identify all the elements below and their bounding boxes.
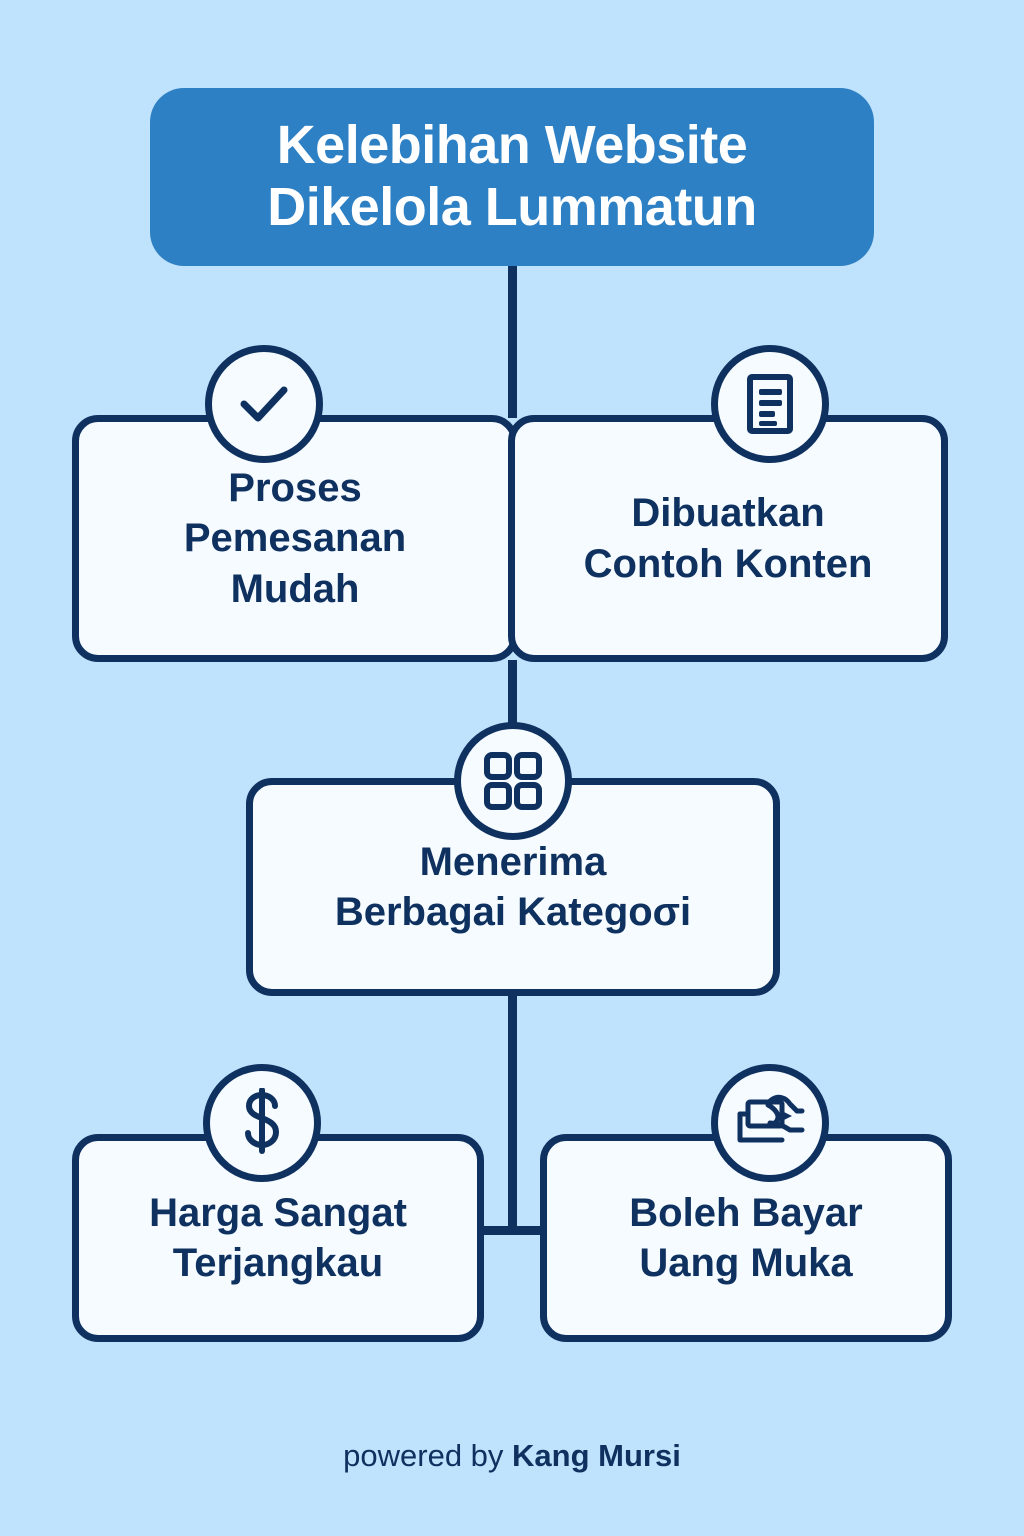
grid-icon-badge	[454, 722, 572, 840]
page-title-line-2: Dikelola Lummatun	[267, 177, 757, 237]
hand-money-icon-badge	[711, 1064, 829, 1182]
card-proses-pemesanan-mudah: Proses Pemesanan Mudah	[72, 415, 518, 662]
card-dibuatkan-contoh-konten: Dibuatkan Contoh Konten	[508, 415, 948, 662]
check-icon-badge	[205, 345, 323, 463]
footer: powered by Kang Mursi	[0, 1438, 1024, 1474]
connector-middle-to-row3	[508, 990, 517, 1235]
document-icon-badge	[711, 345, 829, 463]
page-title: Kelebihan Website Dikelola Lummatun	[150, 88, 874, 266]
card-label: Dibuatkan Contoh Konten	[583, 491, 873, 586]
connector-row1-to-middle	[508, 660, 517, 782]
card-label: Harga Sangat Terjangkau	[149, 1190, 407, 1285]
hand-money-icon	[734, 1092, 806, 1154]
page-title-line-1: Kelebihan Website	[276, 115, 748, 176]
card-label: Proses Pemesanan Mudah	[183, 465, 407, 611]
card-label: Menerima Berbagai Kategoσi	[334, 839, 692, 934]
footer-prefix: powered by	[343, 1438, 513, 1473]
connector-title-to-row1	[508, 258, 517, 418]
dollar-icon-badge	[203, 1064, 321, 1182]
connector-row3-crossbar	[455, 1226, 570, 1235]
document-icon	[739, 371, 801, 437]
card-label: Boleh Bayar Uang Muka	[629, 1190, 863, 1285]
card-harga-sangat-terjangkau: Harga Sangat Terjangkau	[72, 1134, 484, 1342]
check-icon	[231, 371, 297, 437]
grid-icon	[481, 749, 545, 813]
footer-brand: Kang Mursi	[512, 1438, 681, 1473]
dollar-icon	[233, 1088, 291, 1158]
